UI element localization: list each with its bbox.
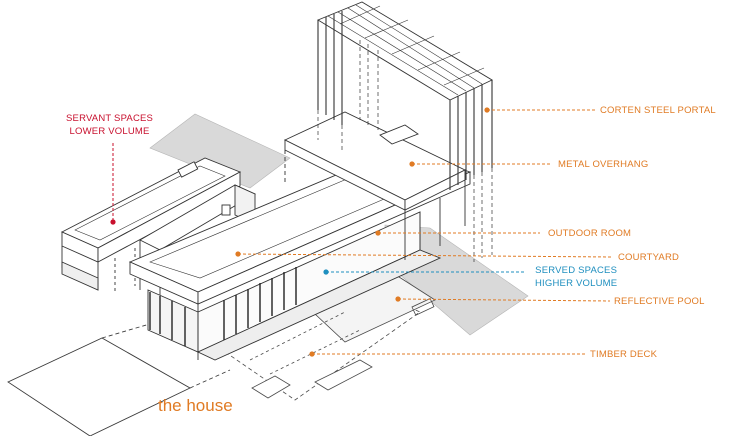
deck-and-pool — [214, 267, 436, 401]
label-servant-spaces: SERVANT SPACES LOWER VOLUME — [66, 112, 153, 138]
label-reflective-pool: REFLECTIVE POOL — [614, 296, 705, 307]
label-served-line2: HIGHER VOLUME — [535, 278, 618, 289]
label-served-line1: SERVED SPACES — [535, 265, 618, 276]
leader-pool — [397, 298, 611, 302]
label-metal-overhang: METAL OVERHANG — [558, 159, 649, 170]
label-servant-line2: LOWER VOLUME — [69, 126, 150, 137]
label-corten-steel-portal: CORTEN STEEL PORTAL — [600, 105, 716, 116]
label-timber-deck: TIMBER DECK — [590, 349, 658, 360]
label-courtyard: COURTYARD — [618, 252, 680, 263]
leader-courtyard — [237, 253, 613, 258]
caption-title: the house — [158, 396, 233, 415]
label-servant-line1: SERVANT SPACES — [66, 113, 154, 124]
leader-lines — [112, 109, 613, 355]
corten-steel-portal — [317, 1, 493, 262]
leader-dots — [110, 107, 490, 357]
servant-wing — [60, 157, 242, 292]
label-outdoor-room: OUTDOOR ROOM — [548, 228, 632, 239]
label-served-spaces: SERVED SPACES HIGHER VOLUME — [535, 264, 617, 290]
